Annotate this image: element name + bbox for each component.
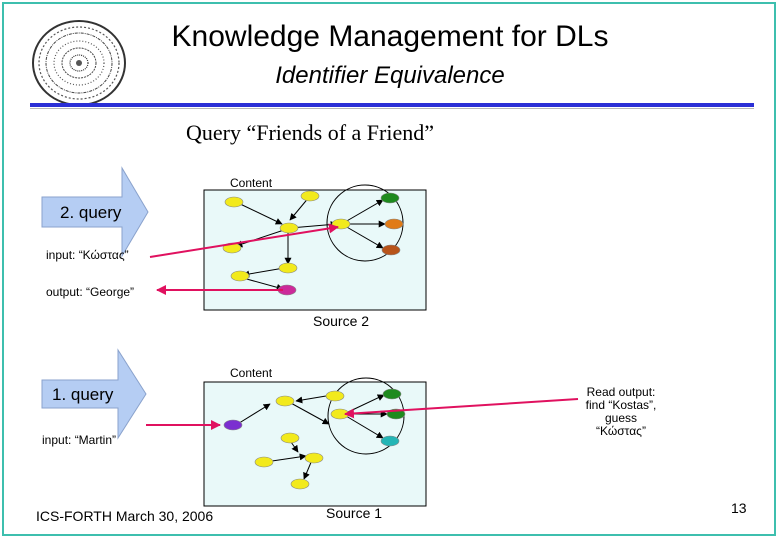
source1-input-label: input: “Martin” — [42, 433, 117, 447]
source1-name: Source 1 — [326, 505, 383, 521]
node — [279, 222, 299, 234]
read-output-line-4: “Κώστας” — [596, 424, 646, 438]
node — [380, 192, 400, 204]
title-rule — [30, 103, 754, 107]
source2-content-label: Content — [230, 176, 273, 190]
query1-arrow — [41, 348, 147, 440]
input2-line — [149, 223, 339, 258]
node — [381, 244, 401, 256]
node — [380, 435, 400, 447]
page-number: 13 — [731, 500, 747, 516]
node — [304, 452, 324, 464]
slide-title: Knowledge Management for DLs — [171, 20, 609, 53]
node — [290, 478, 310, 490]
footer-left: ICS-FORTH March 30, 2006 — [36, 508, 214, 524]
read-output-line — [344, 398, 579, 419]
node — [325, 390, 345, 402]
title-rule-shadow — [30, 108, 754, 109]
query-title: Query “Friends of a Friend” — [185, 120, 435, 145]
read-output-line-3: guess — [604, 411, 638, 425]
node — [230, 270, 250, 282]
read-output-note: Read output: find “Kostas”, guess “Κώστα… — [566, 386, 676, 438]
query2-label: 2. query — [60, 203, 122, 222]
node — [382, 388, 402, 400]
node — [254, 456, 274, 468]
node — [300, 190, 320, 202]
slide-subtitle: Identifier Equivalence — [275, 62, 505, 89]
seal-logo — [32, 20, 126, 106]
source2-name: Source 2 — [313, 313, 370, 329]
node — [384, 218, 404, 230]
query2-arrow — [41, 166, 149, 258]
source1-content-label: Content — [230, 366, 273, 380]
node — [280, 432, 300, 444]
read-output-line-1: Read output: — [586, 385, 656, 399]
node — [275, 395, 295, 407]
node — [224, 196, 244, 208]
read-output-line-2: find “Kostas”, — [585, 398, 657, 412]
source2-output-label: output: “George” — [46, 285, 135, 299]
query1-label: 1. query — [52, 385, 114, 404]
node — [278, 262, 298, 274]
node — [223, 419, 243, 431]
source2-input-label: input: “Κώστας” — [46, 248, 129, 262]
